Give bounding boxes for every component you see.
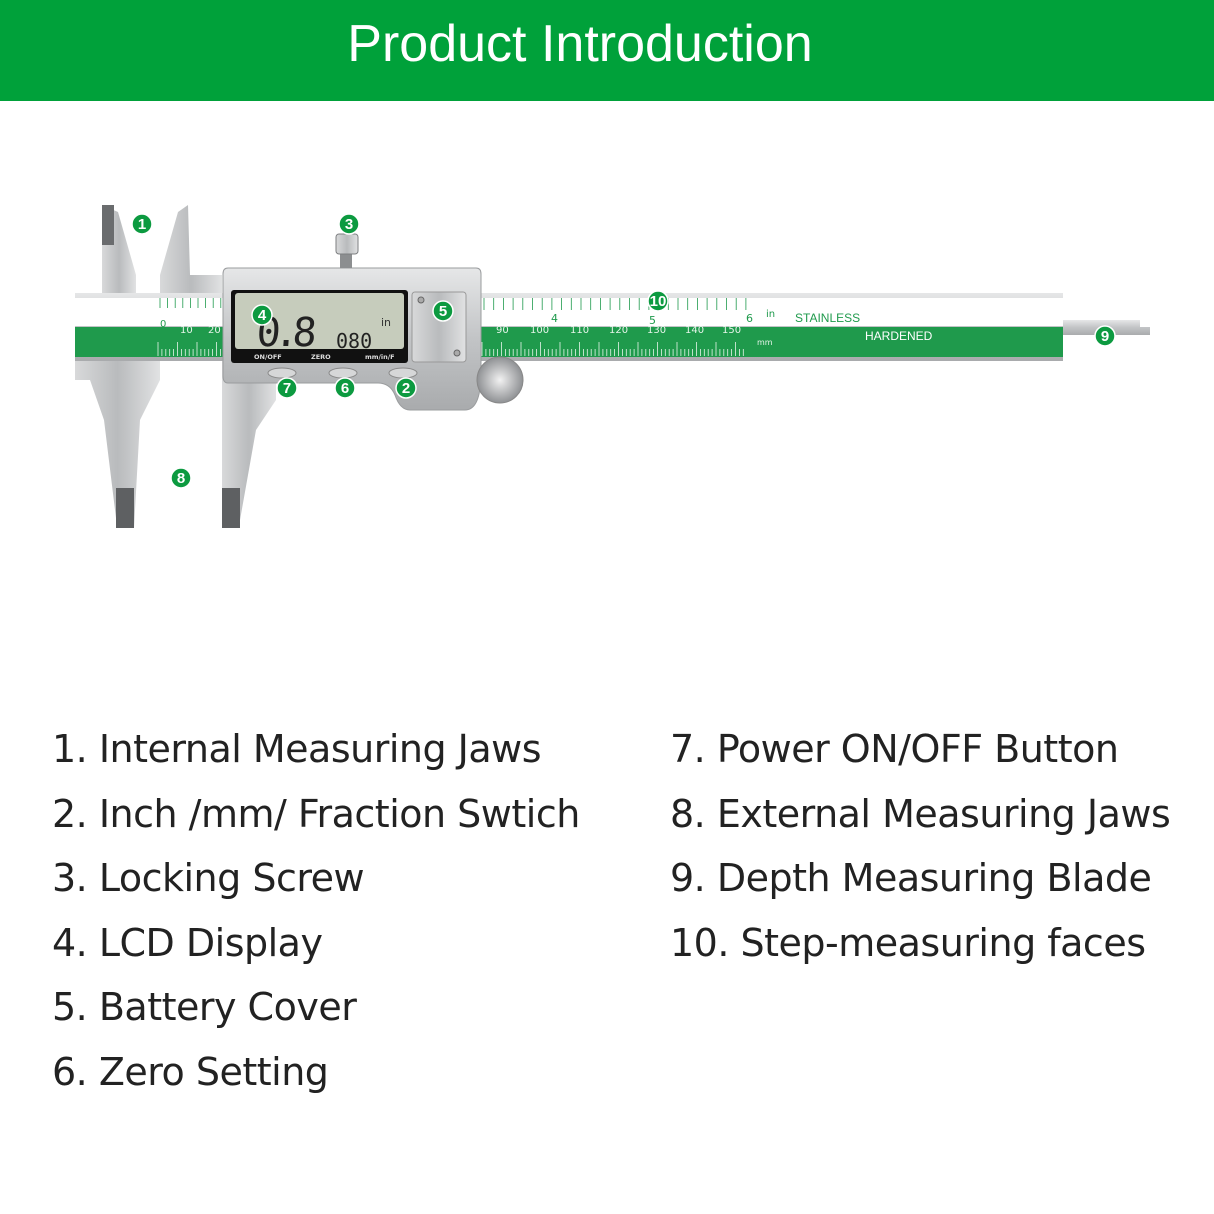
legend-item: 5. Battery Cover	[52, 985, 357, 1029]
legend-item: 9. Depth Measuring Blade	[670, 856, 1152, 900]
marker-4: 4	[251, 304, 273, 326]
svg-text:9: 9	[1101, 328, 1109, 345]
internal-jaw-sliding	[160, 205, 222, 295]
legend-item: 3. Locking Screw	[52, 856, 365, 900]
marker-8: 8	[170, 467, 192, 489]
svg-text:1: 1	[138, 216, 146, 233]
scale-in-label: 5	[649, 314, 656, 327]
svg-text:3: 3	[345, 216, 353, 233]
jaw-tip-shade	[116, 488, 134, 528]
thumb-wheel-icon[interactable]	[476, 356, 524, 404]
marker-10: 10	[647, 290, 669, 312]
legend-item: 1. Internal Measuring Jaws	[52, 727, 542, 771]
marker-3: 3	[338, 213, 360, 235]
svg-text:10: 10	[650, 293, 667, 310]
external-jaw-fixed	[75, 358, 160, 528]
marker-5: 5	[432, 300, 454, 322]
lcd-screen	[235, 293, 404, 349]
locking-screw-icon[interactable]	[335, 233, 359, 255]
caliper-diagram: 0 10 20 90 100 110 120 130 140 150 4 5 6…	[75, 205, 1150, 528]
on-off-button[interactable]	[267, 367, 297, 379]
scale-in-label: 6	[746, 312, 753, 325]
legend-right-column: 7. Power ON/OFF Button 8. External Measu…	[670, 722, 1171, 980]
lcd-label-mode: mm/in/F	[365, 353, 395, 361]
scale-mm-label: 20	[208, 325, 221, 336]
engraving-hardened: HARDENED	[865, 329, 933, 343]
jaw-tip-shade	[222, 488, 240, 528]
svg-text:8: 8	[177, 470, 185, 487]
jaw-tip-shade	[102, 205, 114, 245]
header-banner: Product Introduction	[0, 0, 1214, 101]
unit-switch-button[interactable]	[388, 367, 418, 379]
svg-text:2: 2	[402, 380, 410, 397]
external-jaw-sliding	[222, 360, 276, 528]
scale-mm-label: 90	[496, 325, 509, 336]
legend-item: 6. Zero Setting	[52, 1049, 329, 1094]
svg-text:6: 6	[341, 380, 349, 397]
scale-mm-label: 110	[570, 325, 589, 336]
scale-mm-label: 0	[160, 319, 166, 330]
marker-6: 6	[334, 377, 356, 399]
engraving-stainless: STAINLESS	[795, 311, 860, 325]
marker-2: 2	[395, 377, 417, 399]
legend-item: 10. Step-measuring faces	[670, 920, 1146, 965]
scale-in-label: 4	[551, 312, 558, 325]
legend-item: 4. LCD Display	[52, 920, 323, 965]
marker-7: 7	[276, 377, 298, 399]
lcd-sub-reading: 080	[336, 329, 372, 353]
legend-item: 2. Inch /mm/ Fraction Swtich	[52, 791, 580, 836]
svg-text:4: 4	[258, 307, 267, 324]
svg-text:7: 7	[283, 380, 291, 397]
marker-9: 9	[1094, 325, 1116, 347]
scale-mm-label: 150	[722, 325, 741, 336]
lcd-label-onoff: ON/OFF	[254, 353, 282, 361]
legend-item: 8. External Measuring Jaws	[670, 791, 1171, 836]
marker-1: 1	[131, 213, 153, 235]
lcd-unit: in	[381, 316, 391, 329]
screw-icon	[417, 296, 425, 304]
scale-mm-label: 120	[609, 325, 628, 336]
lcd-label-zero: ZERO	[311, 353, 331, 361]
scale-mm-label: 130	[647, 325, 666, 336]
scale-ticks	[157, 298, 747, 356]
svg-text:5: 5	[439, 303, 447, 320]
legend-item: 7. Power ON/OFF Button	[670, 727, 1119, 771]
unit-mm-label: mm	[757, 338, 773, 347]
legend-left-column: 1. Internal Measuring Jaws 2. Inch /mm/ …	[52, 722, 580, 1109]
page-title: Product Introduction	[347, 15, 813, 73]
zero-button[interactable]	[328, 367, 358, 379]
unit-in-label: in	[766, 309, 775, 320]
screw-icon	[453, 349, 461, 357]
scale-mm-label: 100	[530, 325, 549, 336]
scale-mm-label: 10	[180, 325, 193, 336]
scale-mm-label: 140	[685, 325, 704, 336]
